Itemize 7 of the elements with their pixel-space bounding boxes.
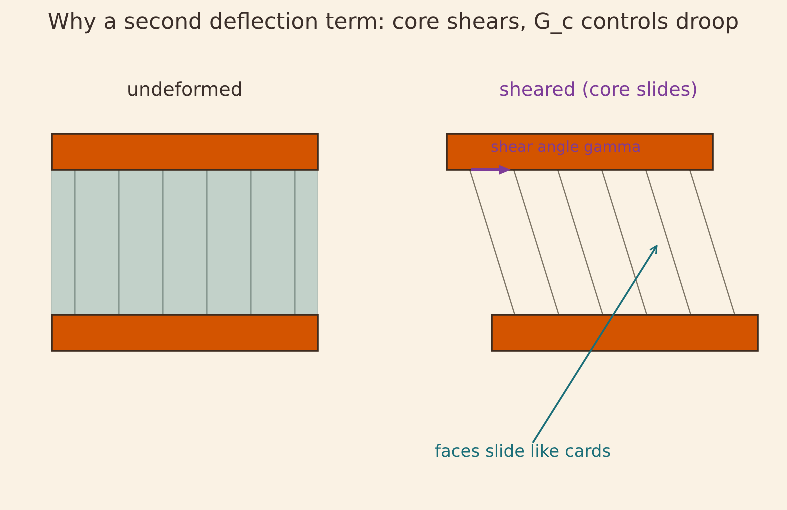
annotation-text: faces slide like cards: [435, 443, 612, 463]
angle-label: shear angle gamma: [491, 139, 642, 156]
panel-caption: undeformed: [127, 80, 243, 102]
panel-caption: sheared (core slides): [500, 80, 698, 102]
sheared-core-drawing: [469, 170, 736, 316]
diagram-title: Why a second deflection term: core shears, G_c controls droop: [46, 10, 740, 36]
leader-line: [532, 245, 658, 444]
